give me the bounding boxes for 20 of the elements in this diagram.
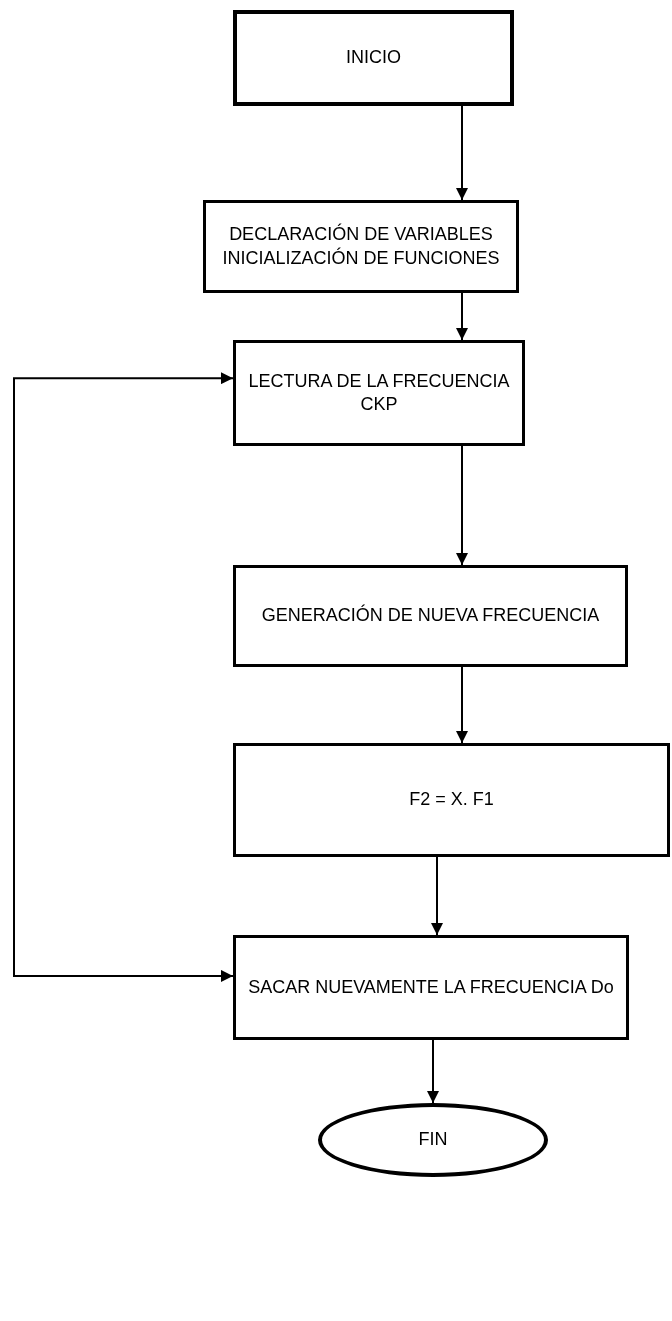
- arrow: [427, 1039, 439, 1104]
- node-text: FIN: [418, 1128, 448, 1152]
- process-box: [233, 565, 628, 667]
- node-text: INICIO: [346, 46, 401, 70]
- node-text: LECTURA DE LA FRECUENCIA CKP: [247, 369, 511, 416]
- node-text: DECLARACIÓN DE VARIABLES INICIALIZACIÓN DE FUNCIONES: [221, 223, 501, 270]
- arrow: [456, 666, 468, 744]
- arrow: [456, 292, 468, 341]
- arrow: [431, 856, 443, 936]
- process-box: [233, 340, 525, 446]
- process-box: [233, 935, 629, 1040]
- process-box: [233, 10, 514, 106]
- process-box: [203, 200, 519, 293]
- arrow: [456, 105, 468, 201]
- arrow: [456, 445, 468, 566]
- node-text: SACAR NUEVAMENTE LA FRECUENCIA Do: [248, 975, 614, 999]
- process-box: [233, 743, 670, 857]
- node-text: F2 = X. F1: [409, 788, 494, 812]
- node-text: GENERACIÓN DE NUEVA FRECUENCIA: [261, 604, 600, 628]
- arrow: [13, 372, 234, 982]
